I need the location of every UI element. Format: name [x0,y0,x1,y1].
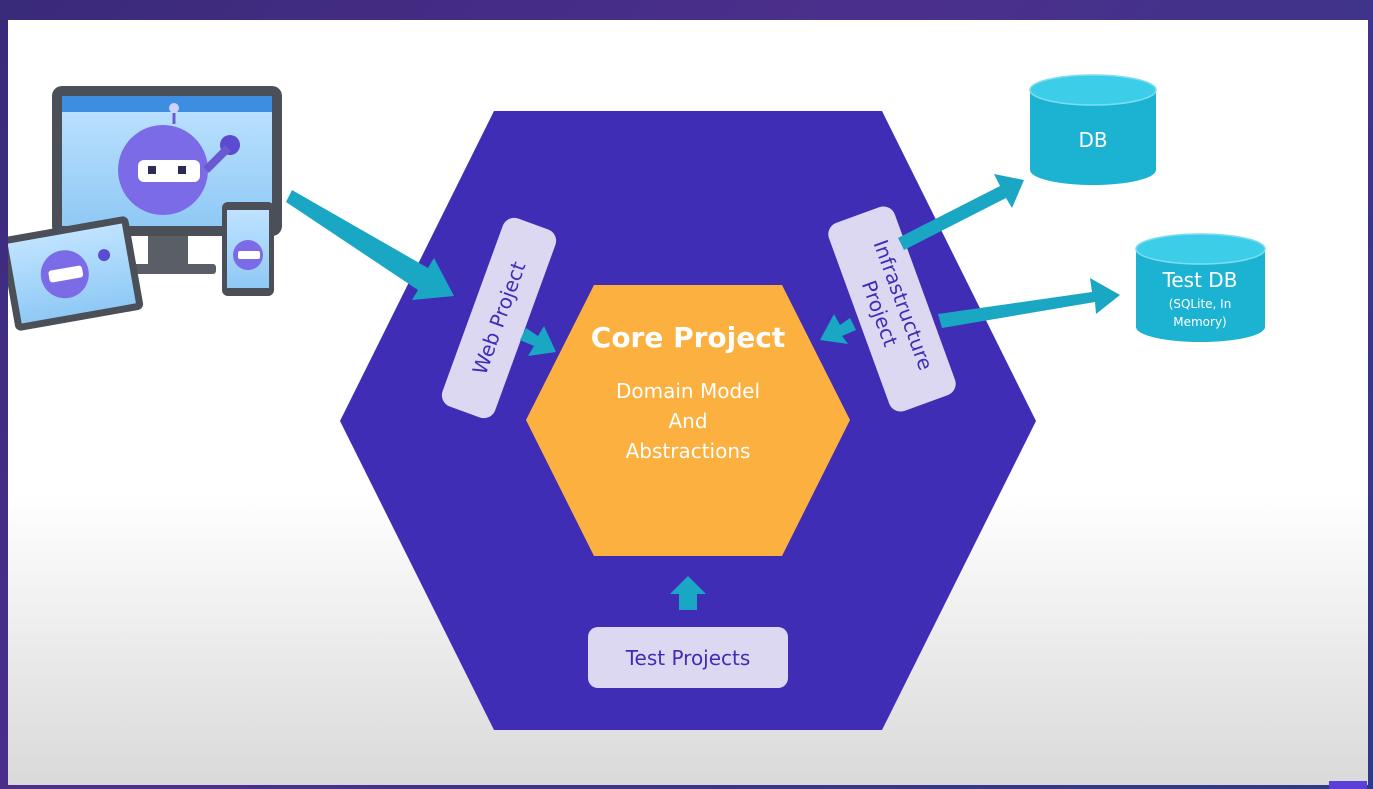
core-project-title: Core Project [591,321,785,354]
arrow-tests-to-core [670,576,706,610]
arrow-infra-to-testdb [938,278,1120,328]
devices-icon [8,86,282,331]
test-db-line2: Memory) [1173,315,1226,329]
core-hexagon [526,285,850,556]
arrows [286,174,1120,610]
arrow-infra-to-core [820,314,856,344]
arrow-infra-to-db [898,174,1024,250]
db-label: DB [1078,128,1107,152]
corner-mark [1329,781,1367,789]
test-db-line1: (SQLite, In [1169,297,1232,311]
core-line1: Domain Model [616,379,760,403]
test-projects-label: Test Projects [625,646,751,670]
test-db-label: Test DB [1162,268,1238,292]
core-line3: Abstractions [626,439,751,463]
test-projects-box [588,627,788,688]
slide-canvas: Web Project Infrastructure Project Core … [8,20,1368,785]
architecture-diagram: Web Project Infrastructure Project Core … [8,74,1266,730]
test-db-cylinder: Test DB (SQLite, In Memory) [1135,233,1266,342]
core-line2: And [668,409,707,433]
arrow-web-to-core [520,326,556,356]
arrow-devices-to-web [286,190,454,300]
db-cylinder: DB [1029,74,1157,185]
